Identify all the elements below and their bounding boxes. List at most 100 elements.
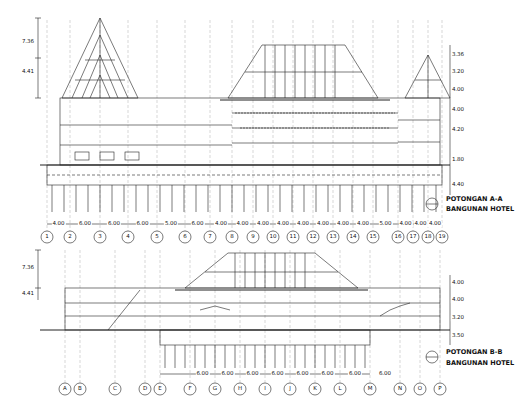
grid-bubble-label: N bbox=[397, 386, 403, 392]
dimension-text: 7.36 bbox=[21, 39, 35, 45]
grid-bubble-label: 12 bbox=[309, 234, 318, 240]
grid-bubble bbox=[74, 383, 86, 395]
grid-bubble-label: O bbox=[417, 386, 423, 392]
grid-bubble-label: 9 bbox=[250, 234, 256, 240]
grid-bubble bbox=[307, 231, 319, 243]
dimension-text: 4.00 bbox=[413, 221, 427, 227]
dimension-text: 6.00 bbox=[270, 371, 284, 377]
grid-line bbox=[185, 20, 186, 231]
dimension-text: 6.00 bbox=[78, 221, 92, 227]
drawing-line bbox=[65, 316, 440, 317]
grid-line bbox=[253, 20, 254, 231]
grid-bubble bbox=[179, 231, 191, 243]
grid-bubble-label: 16 bbox=[394, 234, 403, 240]
grid-bubble-label: M bbox=[367, 386, 374, 392]
grid-line bbox=[398, 20, 399, 231]
grid-lines bbox=[47, 20, 442, 383]
grid-bubble bbox=[154, 383, 166, 395]
grid-line bbox=[442, 20, 443, 231]
grid-bubble bbox=[327, 231, 339, 243]
grid-bubble-label: 17 bbox=[409, 234, 418, 240]
grid-bubble bbox=[347, 231, 359, 243]
grid-bubble bbox=[392, 231, 404, 243]
grid-bubble-label: D bbox=[142, 386, 148, 392]
section-title: BANGUNAN HOTEL bbox=[445, 206, 515, 213]
grid-line bbox=[373, 20, 374, 231]
grid-line bbox=[313, 20, 314, 231]
grid-line bbox=[157, 20, 158, 231]
drawing-line bbox=[426, 357, 438, 358]
drawing-line bbox=[398, 142, 440, 143]
dimension-text: 4.00 bbox=[276, 221, 290, 227]
drawing-line bbox=[415, 55, 441, 98]
grid-bubble-label: 2 bbox=[67, 234, 73, 240]
drawing-line bbox=[38, 250, 39, 300]
grid-bubble bbox=[284, 383, 296, 395]
grid-line bbox=[290, 250, 291, 383]
drawing-line bbox=[228, 45, 378, 98]
grid-bubbles bbox=[41, 231, 448, 395]
grid-line bbox=[370, 250, 371, 383]
dimension-text: 4.00 bbox=[296, 221, 310, 227]
grid-line bbox=[293, 20, 294, 231]
grid-bubble-label: C bbox=[112, 386, 118, 392]
grid-bubble-label: H bbox=[237, 386, 243, 392]
grid-bubble bbox=[434, 383, 446, 395]
dimension-text: 5.00 bbox=[164, 221, 178, 227]
grid-bubble bbox=[287, 231, 299, 243]
drawing-line bbox=[60, 98, 440, 165]
drawing-line bbox=[426, 351, 438, 363]
section-a-building bbox=[35, 18, 450, 224]
grid-bubble-label: 14 bbox=[349, 234, 358, 240]
dimension-text: 4.00 bbox=[356, 221, 370, 227]
grid-bubble-label: I bbox=[263, 386, 267, 392]
grid-bubble bbox=[394, 383, 406, 395]
grid-bubble-label: F bbox=[187, 386, 192, 392]
drawing-line bbox=[125, 152, 139, 160]
drawing-line bbox=[220, 100, 390, 101]
dimension-text: 4.00 bbox=[51, 221, 65, 227]
dimension-text: 4.41 bbox=[21, 291, 35, 297]
drawing-line bbox=[380, 303, 410, 316]
grid-bubble bbox=[139, 383, 151, 395]
dimension-text: 4.00 bbox=[451, 280, 465, 286]
grid-line bbox=[333, 20, 334, 231]
dimension-text: 4.41 bbox=[21, 69, 35, 75]
drawing-line bbox=[160, 330, 370, 345]
grid-bubble-label: 13 bbox=[329, 234, 338, 240]
grid-bubble-label: J bbox=[288, 386, 292, 392]
drawing-line bbox=[175, 290, 368, 291]
dimension-text: 6.00 bbox=[348, 371, 362, 377]
dimension-text: 6.00 bbox=[220, 371, 234, 377]
dimension-text: 4.00 bbox=[428, 221, 442, 227]
drawing-line bbox=[426, 198, 438, 210]
drawing-line bbox=[60, 125, 232, 126]
dimension-text: 6.00 bbox=[190, 221, 204, 227]
drawing-line bbox=[65, 288, 440, 330]
drawing-line bbox=[232, 143, 398, 144]
grid-bubble bbox=[122, 231, 134, 243]
dimension-text: 4.00 bbox=[316, 221, 330, 227]
grid-bubble-label: G bbox=[212, 386, 218, 392]
dimension-text: 4.00 bbox=[214, 221, 228, 227]
grid-bubble bbox=[41, 231, 53, 243]
drawing-line bbox=[52, 185, 436, 212]
grid-bubble bbox=[422, 231, 434, 243]
grid-line bbox=[340, 250, 341, 383]
dimension-text: 4.00 bbox=[256, 221, 270, 227]
drawing-line bbox=[205, 253, 338, 288]
dimension-text: 4.40 bbox=[451, 182, 465, 188]
grid-bubble bbox=[407, 231, 419, 243]
grid-line bbox=[240, 250, 241, 383]
grid-line bbox=[145, 250, 146, 383]
grid-bubble-label: A bbox=[62, 386, 68, 392]
section-title: BANGUNAN HOTEL bbox=[445, 360, 515, 367]
grid-line bbox=[210, 20, 211, 231]
dimension-text: 1.80 bbox=[451, 157, 465, 163]
grid-bubble-label: 7 bbox=[207, 234, 213, 240]
grid-bubble bbox=[151, 231, 163, 243]
drawing-line bbox=[200, 306, 230, 310]
grid-bubble bbox=[94, 231, 106, 243]
grid-bubble bbox=[59, 383, 71, 395]
